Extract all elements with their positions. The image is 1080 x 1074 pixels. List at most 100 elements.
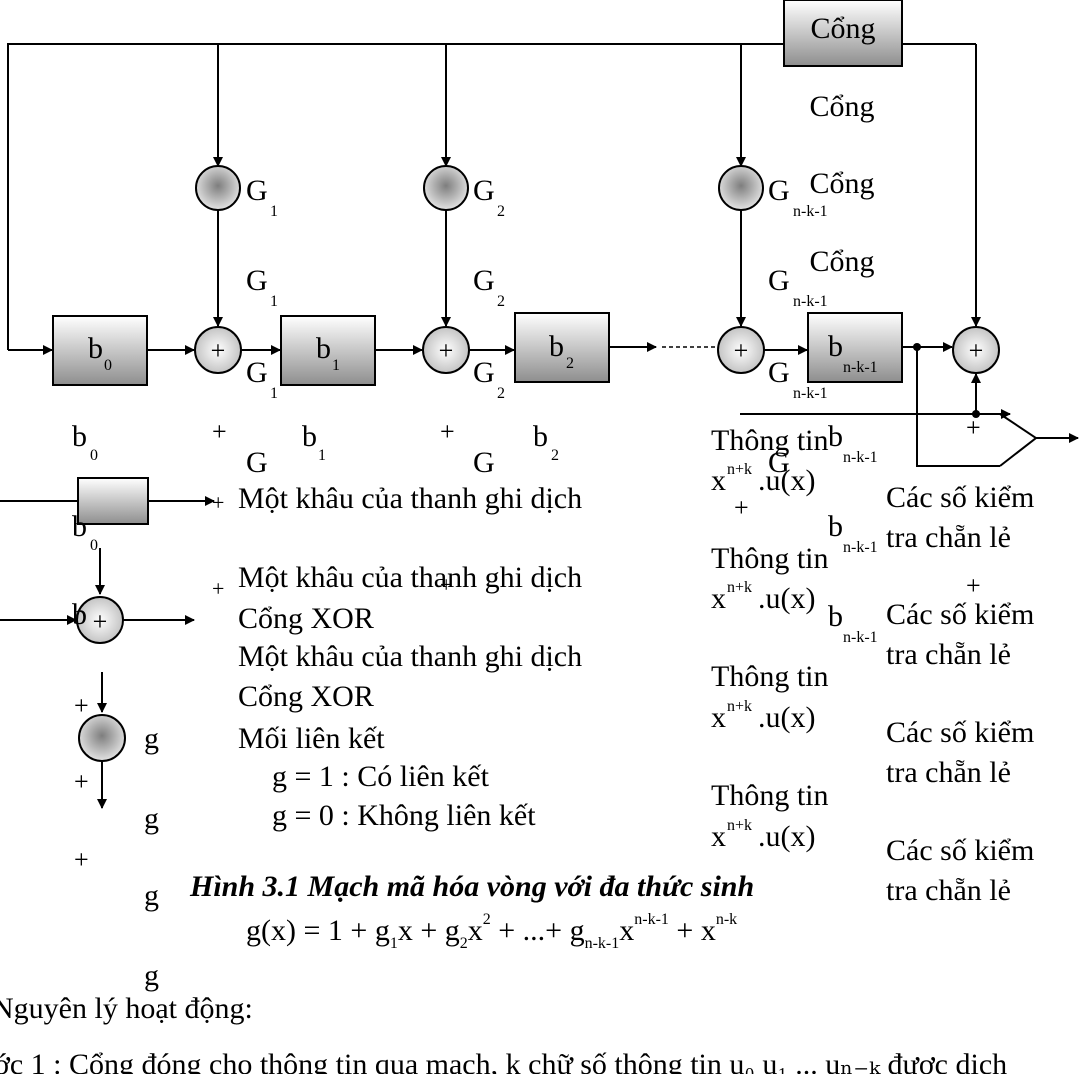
svg-text:G: G [768,446,790,479]
svg-text:1: 1 [318,447,326,464]
svg-text:n+k: n+k [727,698,752,715]
svg-text:2: 2 [497,385,505,402]
svg-text:n+k: n+k [727,461,752,478]
svg-text:G: G [246,446,268,479]
svg-text:.u(x): .u(x) [758,464,815,497]
svg-text:n-k-1: n-k-1 [843,629,878,646]
svg-text:Các số kiểm: Các số kiểm [886,481,1034,514]
svg-text:n-k-1: n-k-1 [843,449,878,466]
svg-text:b: b [88,332,103,365]
figure-caption: Hình 3.1 Mạch mã hóa vòng với đa thức si… [189,870,754,903]
gate-label-repeat-1: Cổng [809,90,874,123]
legend-g-zero: g = 0 : Không liên kết [272,799,536,832]
svg-text:b: b [72,420,87,453]
svg-text:+: + [734,336,749,365]
svg-text:2: 2 [497,293,505,310]
coefficient-gate-g2: G 2 [423,165,505,327]
svg-text:2: 2 [566,355,574,372]
xor-gate-3: + [717,326,765,374]
svg-text:Các số kiểm: Các số kiểm [886,716,1034,749]
info-labels: Thông tin x n+k .u(x) Thông tin x n+k .u… [711,424,829,853]
legend-xor: Cổng XOR [238,602,374,635]
xor-gate-1: + [194,326,242,374]
svg-text:b: b [316,332,331,365]
svg-text:G: G [473,446,495,479]
svg-text:b: b [72,598,87,631]
svg-text:+: + [93,607,108,636]
svg-text:+: + [439,336,454,365]
svg-text:+: + [74,845,89,874]
svg-text:+: + [440,572,452,597]
parity-labels: Các số kiểm tra chẵn lẻ Các số kiểm tra … [886,481,1034,907]
svg-text:tra chẵn lẻ: tra chẵn lẻ [886,756,1011,789]
svg-text:g: g [144,802,159,835]
svg-text:.u(x): .u(x) [758,820,815,853]
svg-text:+: + [966,571,981,600]
svg-text:n+k: n+k [727,579,752,596]
ghost-coefficient: G [768,356,790,389]
legend: b 0 + b + + + g g g g + + + Một khâu của… [0,477,582,992]
legend-xor-repeat: Cổng XOR [238,680,374,713]
svg-text:+: + [440,417,455,446]
svg-text:.u(x): .u(x) [758,582,815,615]
svg-text:Các số kiểm: Các số kiểm [886,598,1034,631]
svg-text:g: g [144,959,159,992]
legend-shift-stage-repeat: Một khâu của thanh ghi dịch [238,640,582,673]
xor-gate-output: + [952,326,1000,374]
svg-text:+: + [734,493,749,522]
svg-text:n-k-1: n-k-1 [843,539,878,556]
svg-text:b: b [828,600,843,633]
svg-text:x: x [711,464,726,497]
svg-text:Thông tin: Thông tin [711,542,829,575]
svg-text:1: 1 [270,293,278,310]
svg-text:tra chẵn lẻ: tra chẵn lẻ [886,874,1011,907]
xor-gate-2: + [422,326,470,374]
svg-text:0: 0 [90,537,98,554]
svg-text:+: + [212,490,224,515]
svg-text:n+k: n+k [727,817,752,834]
coefficient-gate-g1: G 1 [195,165,278,327]
coefficient-subscript: 2 [497,203,505,220]
svg-text:b: b [533,420,548,453]
svg-text:+: + [969,336,984,365]
coefficient-gate-gnk1: G n-k-1 [718,165,828,327]
svg-text:b: b [828,420,843,453]
svg-text:Các số kiểm: Các số kiểm [886,834,1034,867]
svg-text:+: + [74,691,89,720]
coefficient-label: G [768,174,790,207]
register-stage-b2: b 2 [514,312,610,383]
gate-box: Cổng [783,0,903,67]
svg-text:tra chẵn lẻ: tra chẵn lẻ [886,638,1011,671]
svg-text:2: 2 [551,447,559,464]
svg-text:Thông tin: Thông tin [711,779,829,812]
svg-text:0: 0 [90,447,98,464]
svg-text:1: 1 [270,385,278,402]
ghost-coefficient: G [246,264,268,297]
legend-connection-symbol [78,714,126,762]
svg-text:g: g [144,879,159,912]
svg-text:b: b [549,330,564,363]
register-stage-b1: b 1 [280,315,376,386]
svg-text:b: b [72,510,87,543]
svg-text:n-k-1: n-k-1 [793,293,828,310]
gate-box-label: Cổng [810,12,875,45]
svg-text:+: + [74,767,89,796]
coefficient-label: G [246,174,268,207]
svg-text:Thông tin: Thông tin [711,424,829,457]
svg-text:n-k-1: n-k-1 [793,385,828,402]
svg-text:x: x [711,701,726,734]
svg-text:b: b [828,330,843,363]
ghost-coefficient: G [473,356,495,389]
feedback-bus [7,43,981,355]
body-line-1: Nguyên lý hoạt động: [0,992,253,1025]
svg-text:+: + [212,417,227,446]
body-line-2: ớc 1 : Cổng đóng cho thông tin qua mạch,… [0,1048,1007,1074]
coefficient-subscript: n-k-1 [793,203,828,220]
svg-text:+: + [212,576,224,601]
generator-formula: g(x) = 1 + g1x + g2x2 + ...+ gn-k-1xn-k-… [246,911,737,952]
gate-label-repeat-2: Cổng [809,167,874,200]
svg-text:x: x [711,820,726,853]
svg-text:+: + [211,336,226,365]
svg-text:.u(x): .u(x) [758,701,815,734]
